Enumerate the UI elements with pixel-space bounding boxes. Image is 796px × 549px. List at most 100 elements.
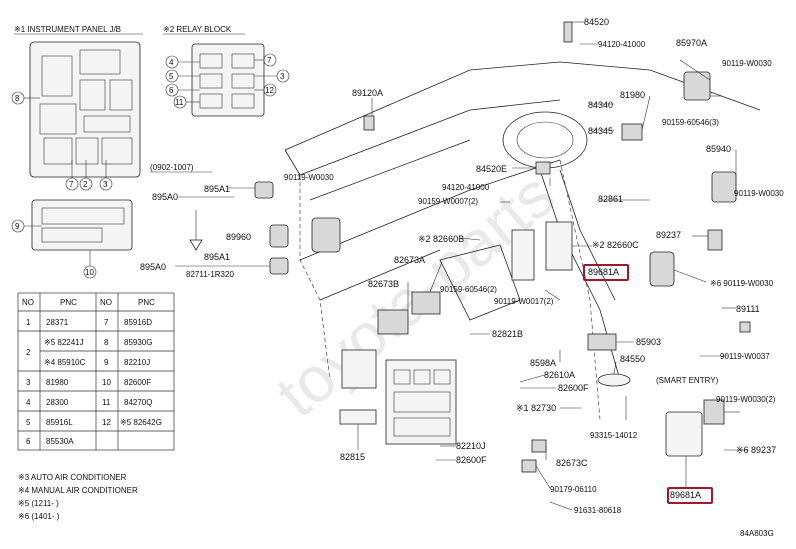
table-cell: 82210J bbox=[124, 358, 150, 367]
callout-82730: ※1 82730 bbox=[516, 403, 556, 413]
sensor-subassembly: (0902-1007) bbox=[150, 163, 289, 275]
callout-8598a: 8598A bbox=[530, 358, 556, 368]
part-90179 bbox=[521, 459, 537, 473]
callout-82673c: 82673C bbox=[556, 458, 588, 468]
relay-callout-6: 6 bbox=[169, 86, 174, 95]
callout-84520e: 84520E bbox=[476, 164, 507, 174]
jb-callout-8: 8 bbox=[15, 94, 20, 103]
table-cell: 2 bbox=[26, 348, 31, 357]
table-cell: 9 bbox=[104, 358, 109, 367]
sensor-89960 bbox=[269, 224, 289, 248]
callout-94120-41000: 94120-41000 bbox=[598, 40, 646, 49]
table-cell: 4 bbox=[26, 398, 31, 407]
part-82673a bbox=[411, 291, 441, 315]
callout-82673b: 82673B bbox=[368, 279, 399, 289]
relay-callout-4: 4 bbox=[169, 58, 174, 67]
callout-84520: 84520 bbox=[584, 17, 609, 27]
callout-90119-w0030-c: 90119-W0030 bbox=[734, 189, 784, 198]
table-cell: 1 bbox=[26, 318, 31, 327]
footnote: ※5 (1211- ) bbox=[18, 499, 59, 508]
instrument-panel-jb-lower bbox=[31, 199, 133, 251]
diagram-code: 84A803G bbox=[740, 529, 774, 538]
footnote: ※3 AUTO AIR CONDITIONER bbox=[18, 473, 127, 482]
footnote: ※4 MANUAL AIR CONDITIONER bbox=[18, 486, 138, 495]
callout-895a1-b: 895A1 bbox=[204, 252, 230, 262]
jb-callout-7: 7 bbox=[69, 180, 74, 189]
sensor-895a1-top bbox=[254, 181, 274, 199]
callout-82815: 82815 bbox=[340, 452, 365, 462]
jb-callout-2: 2 bbox=[83, 180, 88, 189]
table-cell: 28300 bbox=[46, 398, 69, 407]
table-cell: 85530A bbox=[46, 437, 74, 446]
smart-entry-ecu bbox=[665, 411, 703, 457]
callout-82600f-b: 82600F bbox=[456, 455, 487, 465]
part-89237 bbox=[707, 229, 723, 251]
inset-title-instrument-panel: ※1 INSTRUMENT PANEL J/B bbox=[14, 25, 121, 34]
callout-89681a-bottom: 89681A bbox=[670, 490, 701, 500]
part-85970a bbox=[683, 71, 711, 101]
callout-85940: 85940 bbox=[706, 144, 731, 154]
table-cell: 10 bbox=[102, 378, 111, 387]
callout-89960: 89960 bbox=[226, 232, 251, 242]
callout-82210j: 82210J bbox=[456, 441, 486, 451]
part-89681a-top bbox=[649, 251, 675, 287]
relay-holder-right bbox=[545, 221, 573, 271]
table-cell: 6 bbox=[26, 437, 31, 446]
callout-90119-w0030-d: ※6 90119-W0030 bbox=[710, 279, 774, 288]
callout-90179-06110: 90179-06110 bbox=[550, 485, 597, 494]
callout-labels: 84520 94120-41000 85970A 90119-W0030 891… bbox=[140, 17, 784, 515]
part-84520e bbox=[535, 161, 551, 175]
callout-84345: 84345 bbox=[588, 126, 613, 136]
relay-callout-11: 11 bbox=[175, 98, 184, 107]
part-82821b-bracket bbox=[341, 349, 377, 389]
air-vent bbox=[311, 217, 341, 253]
relay-block bbox=[191, 43, 265, 117]
table-cell: 85916L bbox=[46, 418, 73, 427]
callout-82821b: 82821B bbox=[492, 329, 523, 339]
relay-holder-left bbox=[511, 229, 535, 281]
inset-title-relay-block: ※2 RELAY BLOCK bbox=[163, 25, 232, 34]
callout-84340: 84340 bbox=[588, 100, 613, 110]
part-82815 bbox=[339, 409, 377, 425]
callout-91631-80618: 91631-80618 bbox=[574, 506, 622, 515]
highlight-89681a-bottom bbox=[667, 487, 713, 504]
jb-callout-10: 10 bbox=[85, 268, 94, 277]
callout-93315-14012: 93315-14012 bbox=[590, 431, 638, 440]
table-cell: 11 bbox=[102, 398, 111, 407]
relay-callout-7: 7 bbox=[267, 56, 272, 65]
table-cell: 7 bbox=[104, 318, 109, 327]
callout-90159-60546-3: 90159-60546(3) bbox=[662, 118, 719, 127]
callout-895a1: 895A1 bbox=[204, 184, 230, 194]
table-cell: ※5 82642G bbox=[120, 418, 162, 427]
part-85903 bbox=[587, 333, 617, 351]
part-82673b bbox=[377, 309, 409, 335]
callout-90119-w0017: 90119-W0017(2) bbox=[494, 297, 554, 306]
dashboard-illustration bbox=[284, 21, 761, 511]
part-81980 bbox=[621, 123, 643, 141]
highlight-89681a-top bbox=[583, 264, 629, 281]
callout-85970a: 85970A bbox=[676, 38, 707, 48]
callout-90159-w0007: 90159-W0007(2) bbox=[418, 197, 478, 206]
callout-82610a: 82610A bbox=[544, 370, 575, 380]
callout-82711-1r320: 82711-1R320 bbox=[186, 270, 234, 279]
table-cell: ※4 85910C bbox=[44, 358, 86, 367]
relay-callout-3: 3 bbox=[280, 72, 285, 81]
callout-82673a: 82673A bbox=[394, 255, 425, 265]
callout-smart-entry: (SMART ENTRY) bbox=[656, 376, 719, 385]
callout-89681a-top: 89681A bbox=[588, 267, 619, 277]
table-cell: 3 bbox=[26, 378, 31, 387]
footnotes: ※3 AUTO AIR CONDITIONER ※4 MANUAL AIR CO… bbox=[18, 473, 138, 521]
table-header-no-2: NO bbox=[100, 298, 112, 307]
sensor-895a1-bottom bbox=[269, 257, 289, 275]
part-89120a bbox=[363, 115, 375, 131]
callout-94120-41000-b: 94120-41000 bbox=[442, 183, 490, 192]
callout-84550: 84550 bbox=[620, 354, 645, 364]
table-cell: 84270Q bbox=[124, 398, 152, 407]
callout-89120a: 89120A bbox=[352, 88, 383, 98]
instrument-panel-inset: ※1 INSTRUMENT PANEL J/B 8 7 2 3 bbox=[11, 25, 143, 279]
relay-callout-12: 12 bbox=[265, 86, 274, 95]
table-header-pnc-1: PNC bbox=[60, 298, 77, 307]
callout-89111: 89111 bbox=[736, 304, 760, 314]
callout-90159-60546-2: 90159-60546(2) bbox=[440, 285, 497, 294]
